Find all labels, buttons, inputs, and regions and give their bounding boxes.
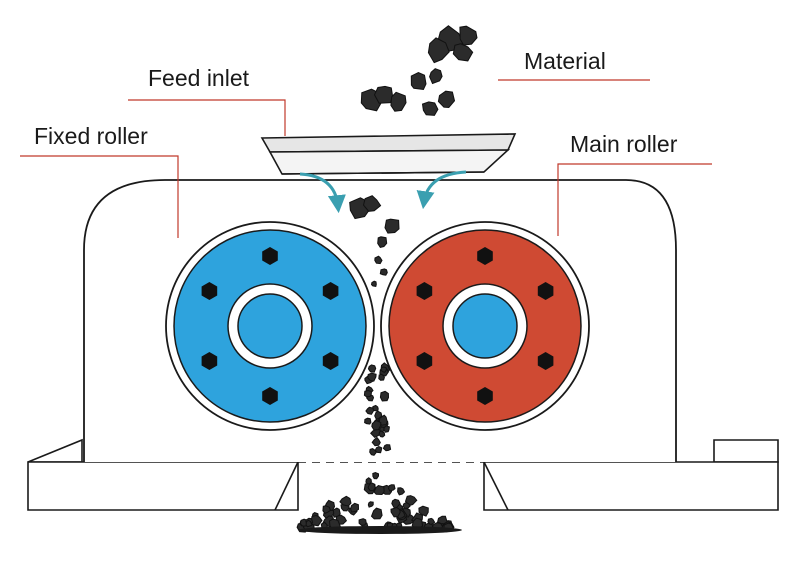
coal-lump-icon: [365, 406, 375, 415]
coal-lump-icon: [370, 428, 382, 439]
coal-lump-icon: [437, 90, 456, 109]
fixed-roller: [165, 221, 375, 431]
feed-inlet-hopper: [260, 133, 517, 175]
leader-lines: [20, 79, 712, 238]
coal-lump-icon: [374, 255, 383, 265]
curved-arrow-icon: [416, 170, 467, 210]
fixed-roller-label: Fixed roller: [34, 123, 148, 149]
coal-lump-icon: [378, 430, 386, 438]
hexagon-bolt-icon: [322, 282, 339, 300]
hexagon-bolt-icon: [537, 352, 554, 370]
coal-lump-icon: [427, 517, 436, 525]
hexagon-bolt-icon: [262, 247, 278, 265]
coal-lump-icon: [365, 477, 372, 485]
hexagon-bolt-icon: [416, 352, 433, 370]
coal-lump-icon: [374, 446, 383, 454]
coal-lump-icon: [367, 501, 374, 508]
coal-lump-icon: [452, 43, 474, 62]
coal-lump-icon: [305, 519, 313, 528]
coal-lump-icon: [382, 444, 392, 452]
hexagon-bolt-icon: [201, 282, 218, 300]
coal-lump-icon: [372, 471, 379, 480]
curved-arrow-icon: [299, 172, 346, 214]
coal-lump-icon: [367, 372, 377, 382]
roller-bolts: [201, 247, 554, 405]
material-particles: [296, 25, 478, 534]
material-pile-base: [298, 526, 462, 534]
coal-lump-icon: [418, 505, 429, 517]
coal-lump-icon: [379, 268, 388, 276]
coal-lump-icon: [373, 85, 394, 104]
material-label: Material: [524, 48, 606, 74]
coal-lump-icon: [364, 417, 372, 425]
main-roller-label: Main roller: [570, 131, 678, 157]
coal-lump-icon: [390, 91, 407, 112]
coal-lump-icon: [370, 507, 383, 520]
coal-lump-icon: [437, 515, 448, 525]
hexagon-bolt-icon: [322, 352, 339, 370]
coal-lump-icon: [384, 218, 400, 234]
hexagon-bolt-icon: [537, 282, 554, 300]
coal-lump-icon: [362, 195, 382, 212]
coal-lump-icon: [410, 71, 427, 91]
coal-lump-icon: [370, 280, 377, 287]
coal-lump-icon: [402, 501, 411, 509]
hexagon-bolt-icon: [477, 387, 493, 405]
coal-lump-icon: [377, 236, 388, 248]
main-roller: [380, 221, 590, 431]
coal-lump-icon: [310, 514, 323, 527]
coal-lump-icon: [373, 484, 385, 496]
coal-lump-icon: [383, 425, 390, 433]
hexagon-bolt-icon: [477, 247, 493, 265]
coal-lump-icon: [427, 37, 450, 64]
hexagon-bolt-icon: [416, 282, 433, 300]
coal-lump-icon: [378, 426, 386, 433]
coal-lump-icon: [397, 487, 406, 496]
coal-lump-icon: [363, 389, 373, 398]
coal-lump-icon: [378, 414, 388, 426]
coal-lump-icon: [358, 518, 367, 526]
coal-lump-icon: [429, 68, 443, 85]
coal-lump-icon: [380, 366, 387, 373]
coal-lump-icon: [339, 495, 352, 507]
coal-lump-icon: [421, 101, 439, 116]
coal-lump-icon: [404, 495, 418, 507]
hexagon-bolt-icon: [262, 387, 278, 405]
coal-lump-icon: [459, 25, 478, 46]
coal-lump-icon: [367, 481, 376, 492]
coal-lump-icon: [371, 420, 382, 431]
coal-lump-icon: [371, 436, 381, 447]
hexagon-bolt-icon: [201, 352, 218, 370]
coal-lump-icon: [387, 484, 396, 492]
feed-inlet-label: Feed inlet: [148, 65, 250, 91]
coal-lump-icon: [350, 502, 360, 513]
coal-lump-icon: [379, 390, 390, 402]
coal-lump-icon: [367, 364, 377, 373]
coal-lump-icon: [390, 506, 401, 518]
coal-lump-icon: [378, 373, 385, 381]
coal-lump-icon: [322, 505, 331, 514]
